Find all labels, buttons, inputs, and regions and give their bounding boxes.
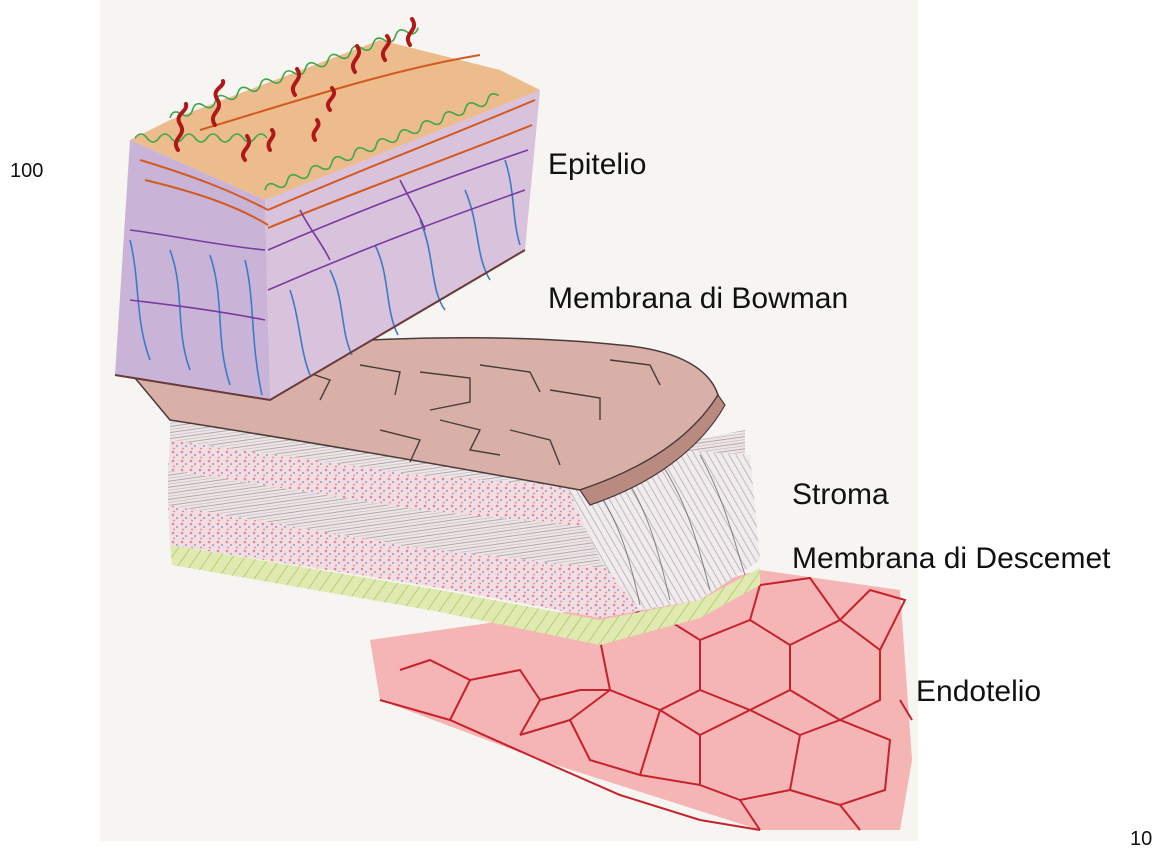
page-number: 100 — [10, 160, 43, 183]
label-membrana-di-descemet: Membrana di Descemet — [792, 542, 1110, 576]
label-endotelio: Endotelio — [916, 675, 1041, 709]
label-epitelio: Epitelio — [548, 148, 646, 182]
corner-page-number: 10 — [1130, 828, 1152, 851]
label-stroma: Stroma — [792, 478, 889, 512]
label-membrana-di-bowman: Membrana di Bowman — [548, 282, 848, 316]
